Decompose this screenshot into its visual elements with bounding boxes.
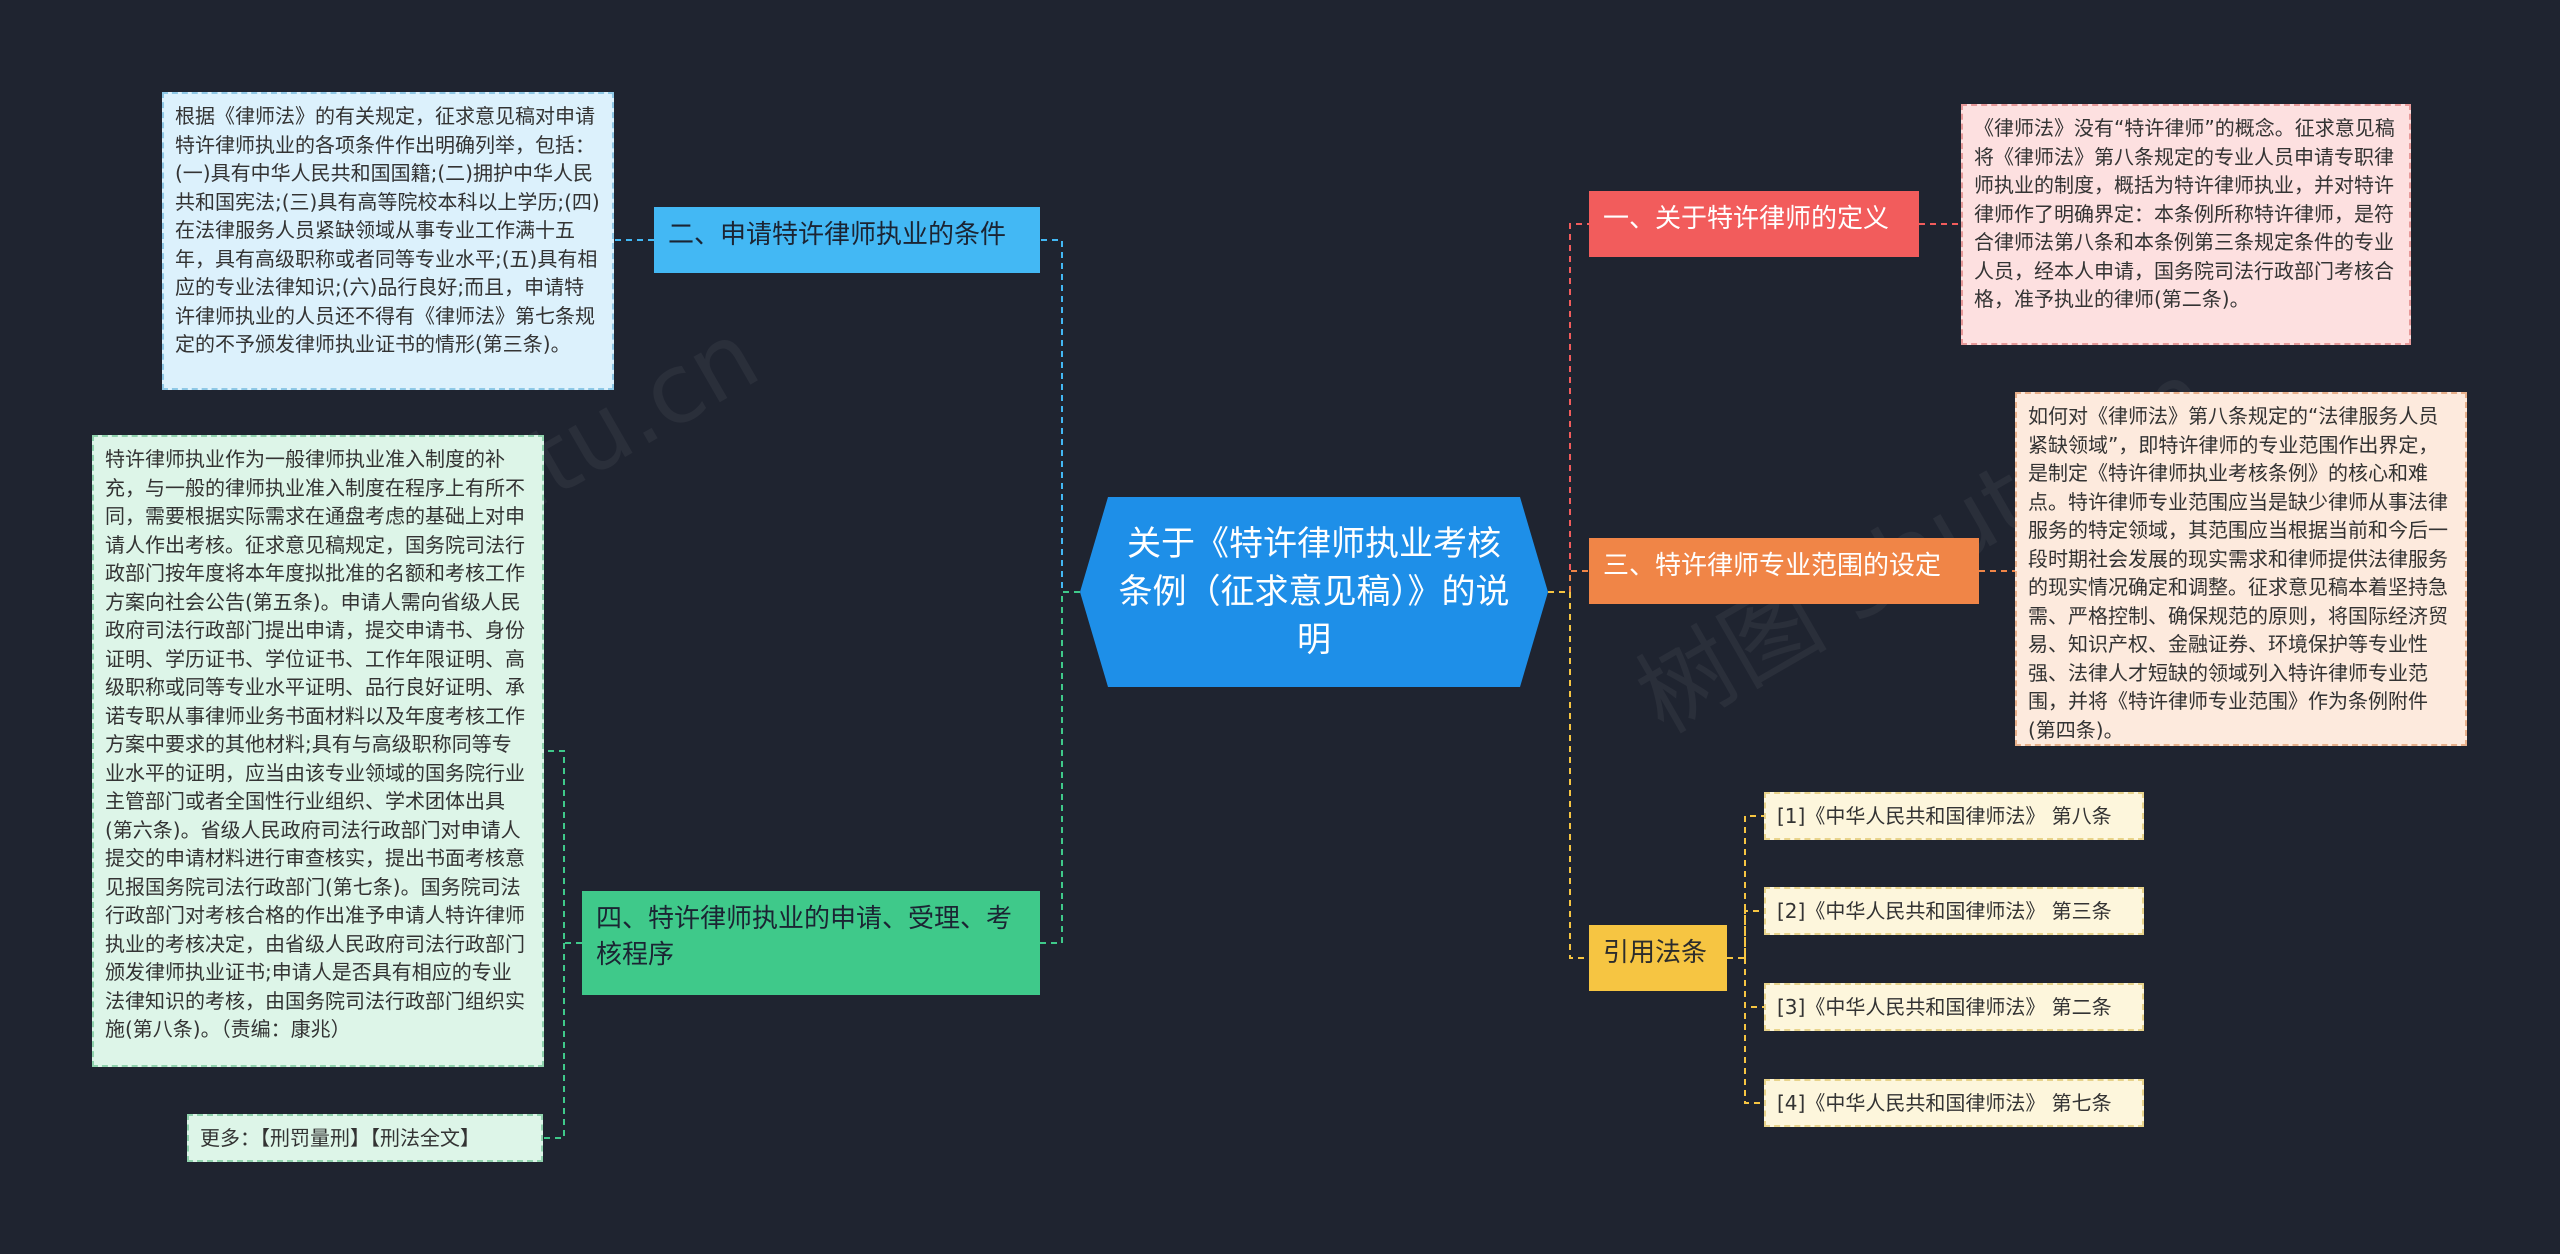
link-center-procedure [1040,591,1080,944]
branch-definition-label: 一、关于特许律师的定义 [1603,204,1890,234]
branch-citations[interactable]: 引用法条 [1589,925,1727,991]
branch-conditions[interactable]: 二、申请特许律师执业的条件 [654,207,1040,273]
branch-conditions-label: 二、申请特许律师执业的条件 [668,220,1007,250]
branch-scope[interactable]: 三、特许律师专业范围的设定 [1589,538,1979,604]
link-citation-2 [1744,910,1764,958]
citation-item[interactable]: [2]《中华人民共和国律师法》 第三条 [1764,887,2144,935]
link-procedure-text [544,750,582,944]
link-center-conditions [1040,239,1080,593]
link-center-citations [1548,591,1589,959]
link-citation-3 [1744,958,1764,1008]
link-center-definition [1548,223,1589,593]
branch-procedure-label: 四、特许律师执业的申请、受理、考核程序 [596,904,1013,970]
conditions-detail-text: 根据《律师法》的有关规定，征求意见稿对申请特许律师执业的各项条件作出明确列举，包… [175,104,600,356]
central-topic[interactable]: 关于《特许律师执业考核条例（征求意见稿）》的说明 [1080,497,1548,687]
link-citation-4 [1744,958,1764,1104]
citation-item[interactable]: [1]《中华人民共和国律师法》 第八条 [1764,792,2144,840]
citation-item-label: [2]《中华人民共和国律师法》 第三条 [1777,899,2112,923]
definition-detail-note[interactable]: 《律师法》没有“特许律师”的概念。征求意见稿将《律师法》第八条规定的专业人员申请… [1961,104,2411,345]
central-topic-label: 关于《特许律师执业考核条例（征求意见稿）》的说明 [1118,524,1510,660]
link-citation-1 [1727,815,1764,959]
citation-item[interactable]: [4]《中华人民共和国律师法》 第七条 [1764,1079,2144,1127]
branch-scope-label: 三、特许律师专业范围的设定 [1603,551,1942,581]
conditions-detail-note[interactable]: 根据《律师法》的有关规定，征求意见稿对申请特许律师执业的各项条件作出明确列举，包… [162,92,614,390]
scope-detail-text: 如何对《律师法》第八条规定的“法律服务人员紧缺领域”，即特许律师的专业范围作出界… [2028,404,2448,742]
more-links-text: 更多：【刑罚量刑】【刑法全文】 [200,1126,480,1150]
citation-item-label: [1]《中华人民共和国律师法》 第八条 [1777,804,2112,828]
citation-item-label: [4]《中华人民共和国律师法》 第七条 [1777,1091,2112,1115]
branch-citations-label: 引用法条 [1603,938,1708,968]
scope-detail-note[interactable]: 如何对《律师法》第八条规定的“法律服务人员紧缺领域”，即特许律师的专业范围作出界… [2015,392,2467,746]
definition-detail-text: 《律师法》没有“特许律师”的概念。征求意见稿将《律师法》第八条规定的专业人员申请… [1974,116,2395,311]
more-links-note[interactable]: 更多：【刑罚量刑】【刑法全文】 [187,1114,543,1162]
link-procedure-more [543,943,565,1139]
branch-procedure[interactable]: 四、特许律师执业的申请、受理、考核程序 [582,891,1040,995]
branch-definition[interactable]: 一、关于特许律师的定义 [1589,191,1919,257]
citation-item-label: [3]《中华人民共和国律师法》 第二条 [1777,995,2112,1019]
citation-item[interactable]: [3]《中华人民共和国律师法》 第二条 [1764,983,2144,1031]
procedure-detail-text: 特许律师执业作为一般律师执业准入制度的补充，与一般的律师执业准入制度在程序上有所… [105,447,525,1041]
link-center-scope [1548,570,1589,593]
procedure-detail-note[interactable]: 特许律师执业作为一般律师执业准入制度的补充，与一般的律师执业准入制度在程序上有所… [92,435,544,1067]
